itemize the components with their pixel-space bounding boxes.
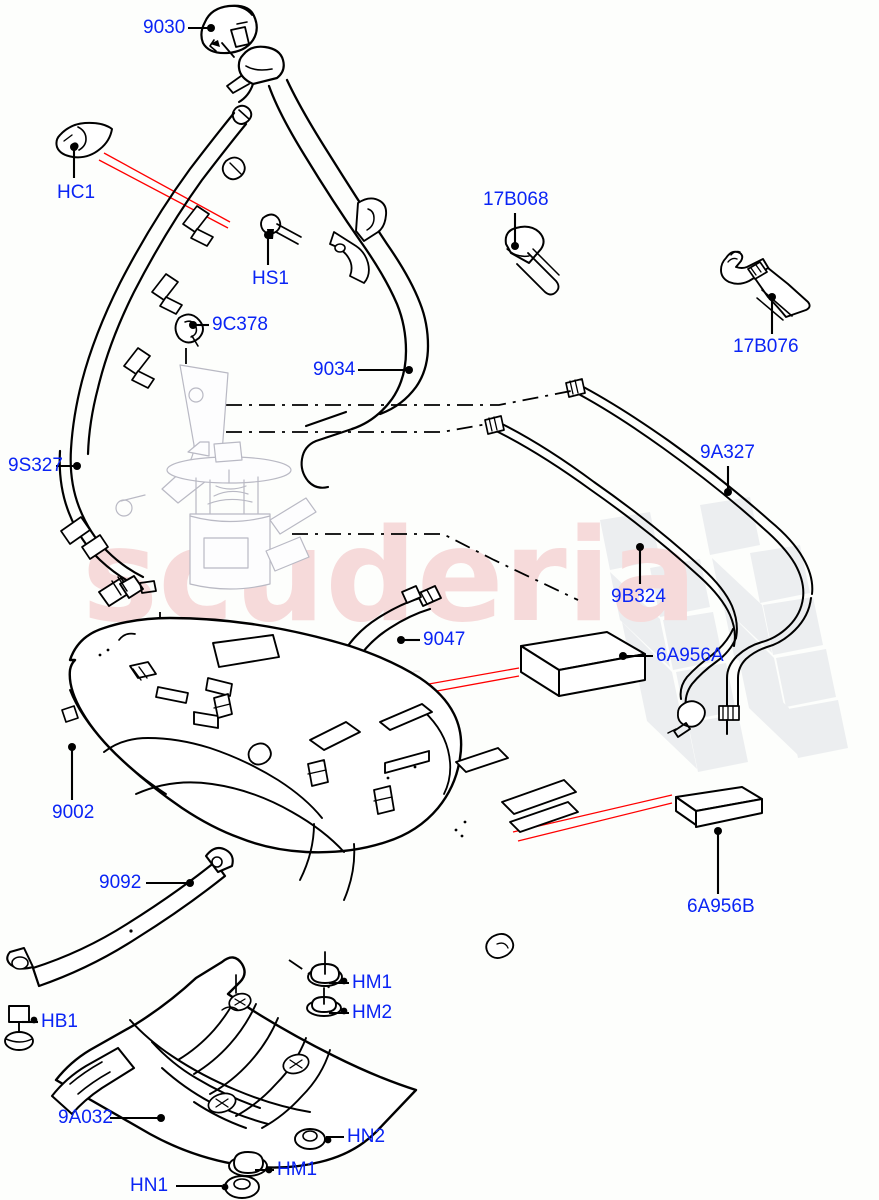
part-9034-filler-pipe xyxy=(267,78,430,489)
label-9047[interactable]: 9047 xyxy=(423,629,465,650)
label-hm2[interactable]: HM2 xyxy=(352,1002,392,1023)
label-9034[interactable]: 9034 xyxy=(313,359,356,380)
part-17b076-bracket xyxy=(720,250,811,321)
label-17b076[interactable]: 17B076 xyxy=(733,336,799,357)
part-hn2-washer xyxy=(294,1128,332,1150)
part-9092-tank-strap xyxy=(6,846,234,988)
label-hc1[interactable]: HC1 xyxy=(57,182,95,203)
label-hm1-lower[interactable]: HM1 xyxy=(277,1159,317,1180)
part-9s327-vapour-hose xyxy=(58,111,248,607)
part-6a956b-pad xyxy=(675,786,763,828)
label-hn1[interactable]: HN1 xyxy=(130,1175,168,1196)
hose-connector-fitting xyxy=(98,575,157,607)
hc1-highlight-lines xyxy=(98,152,231,229)
filler-hose-fittings xyxy=(221,156,246,181)
fuel-pump-module xyxy=(166,441,317,590)
parts-fuel-lines-right xyxy=(484,378,814,738)
part-17b068-boot xyxy=(504,225,560,296)
ghost-mount-bracket xyxy=(115,364,229,517)
label-9092[interactable]: 9092 xyxy=(99,872,141,893)
label-6a956a[interactable]: 6A956A xyxy=(656,645,724,666)
label-9030[interactable]: 9030 xyxy=(143,17,185,38)
leader-lines xyxy=(22,24,776,1188)
part-hb1-bolt xyxy=(4,1005,38,1051)
label-9a327[interactable]: 9A327 xyxy=(700,442,755,463)
part-9030-filler-cap xyxy=(200,4,258,58)
label-hb1[interactable]: HB1 xyxy=(41,1011,78,1032)
label-9b324[interactable]: 9B324 xyxy=(611,586,666,607)
part-9c378-grommet xyxy=(174,313,204,347)
hose-clamp-group xyxy=(60,205,214,560)
label-6a956b[interactable]: 6A956B xyxy=(687,896,755,917)
label-hs1[interactable]: HS1 xyxy=(252,268,289,289)
part-hm2-upper-washer xyxy=(306,987,348,1017)
label-9c378[interactable]: 9C378 xyxy=(212,314,268,335)
label-9002[interactable]: 9002 xyxy=(52,802,94,823)
label-9s327[interactable]: 9S327 xyxy=(8,455,63,476)
part-hm1-upper-nut xyxy=(307,951,348,987)
label-hm1-upper[interactable]: HM1 xyxy=(352,972,392,993)
part-hc1-hose-clamp xyxy=(55,121,113,159)
filler-neck-assembly xyxy=(226,45,285,125)
part-label-layer: 9030 HC1 HS1 9C378 9034 17B068 17B076 9S… xyxy=(8,17,799,1196)
part-6a956a-pad xyxy=(520,631,646,697)
part-9002-fuel-tank xyxy=(61,616,579,959)
label-9a032[interactable]: 9A032 xyxy=(58,1107,113,1128)
label-17b068[interactable]: 17B068 xyxy=(483,189,549,210)
label-hn2[interactable]: HN2 xyxy=(347,1126,385,1147)
part-9a032-heat-shield xyxy=(50,956,418,1169)
part-hn1-nut xyxy=(221,1175,260,1199)
